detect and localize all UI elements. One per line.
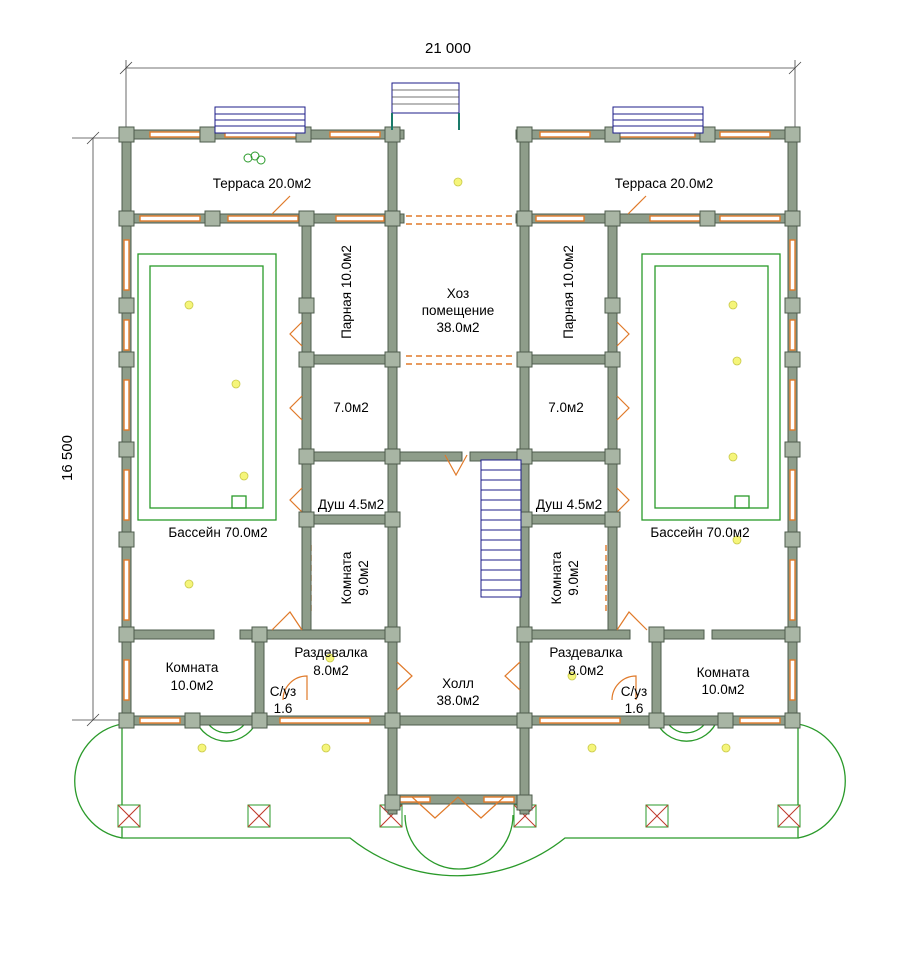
windows: [123, 131, 796, 803]
wall-posts: [118, 126, 801, 811]
pool-right: [641, 253, 781, 521]
terrace-steps-right-icon: [612, 106, 704, 134]
room-label-terrace-left: Терраса 20.0м2: [213, 176, 312, 191]
room-label-steam-left: Парная 10.0м2: [339, 245, 354, 339]
lamp-icon: [325, 653, 335, 663]
room-label-changing-right-1: Раздевалка: [549, 645, 623, 660]
pillar-icon: [777, 804, 801, 828]
lamp-icon: [721, 743, 731, 753]
lamp-icon: [197, 743, 207, 753]
lamp-icon: [732, 356, 742, 366]
lamp-icon: [184, 300, 194, 310]
room-label-small-left: 7.0м2: [333, 400, 369, 415]
room-label-hall-1: Холл: [442, 676, 474, 691]
width-dimension-label: 21 000: [425, 40, 471, 57]
entry-steps-icon: [391, 82, 460, 130]
dimension-lines: [72, 60, 802, 727]
staircase-icon: [480, 459, 522, 598]
room-label-utility-line2: помещение: [422, 303, 495, 318]
ceiling-lamps: [184, 177, 742, 753]
lamp-icon: [567, 671, 577, 681]
lamp-icon: [239, 471, 249, 481]
room-label-terrace-right: Терраса 20.0м2: [615, 176, 714, 191]
lamp-icon: [732, 535, 742, 545]
room-label-small-room-right-2: 9.0м2: [566, 560, 581, 596]
room-label-pool-right: Бассейн 70.0м2: [650, 525, 749, 540]
walls: [121, 129, 798, 815]
room-label-utility-line3: 38.0м2: [436, 320, 479, 335]
terrace-steps-left-icon: [214, 106, 306, 134]
room-label-hall-2: 38.0м2: [436, 693, 479, 708]
room-label-small-room-left-2: 9.0м2: [356, 560, 371, 596]
room-label-room-left-1: Комната: [166, 660, 219, 675]
room-label-changing-left-1: Раздевалка: [294, 645, 368, 660]
lamp-icon: [728, 300, 738, 310]
room-label-wc-left-1: С/уз: [270, 684, 296, 699]
room-label-wc-right-1: С/уз: [621, 684, 647, 699]
room-label-changing-right-2: 8.0м2: [568, 663, 604, 678]
pillar-icon: [645, 804, 669, 828]
room-label-room-right-2: 10.0м2: [701, 682, 744, 697]
doors: [271, 195, 648, 819]
room-label-small-room-right-1: Комната: [549, 551, 564, 604]
lamp-icon: [728, 452, 738, 462]
room-label-room-left-2: 10.0м2: [170, 678, 213, 693]
room-label-steam-right: Парная 10.0м2: [561, 245, 576, 339]
room-label-utility-line1: Хоз: [447, 286, 469, 301]
lamp-icon: [231, 379, 241, 389]
room-label-wc-left-2: 1.6: [274, 701, 293, 716]
room-label-room-right-1: Комната: [697, 665, 750, 680]
room-label-changing-left-2: 8.0м2: [313, 663, 349, 678]
terrace-outline: [129, 137, 791, 612]
room-label-small-right: 7.0м2: [548, 400, 584, 415]
pillar-icon: [247, 804, 271, 828]
room-label-wc-right-2: 1.6: [625, 701, 644, 716]
room-label-shower-left: Душ 4.5м2: [318, 497, 384, 512]
pillar-icon: [117, 804, 141, 828]
lamp-icon: [587, 743, 597, 753]
pool-left: [137, 253, 277, 521]
height-dimension-label: 16 500: [59, 435, 76, 481]
lamp-icon: [321, 743, 331, 753]
room-label-shower-right: Душ 4.5м2: [536, 497, 602, 512]
room-label-small-room-left-1: Комната: [339, 551, 354, 604]
room-label-pool-left: Бассейн 70.0м2: [168, 525, 267, 540]
plant-icon: [243, 151, 266, 165]
lamp-icon: [184, 579, 194, 589]
porch-pillars: [117, 804, 801, 828]
lamp-icon: [453, 177, 463, 187]
